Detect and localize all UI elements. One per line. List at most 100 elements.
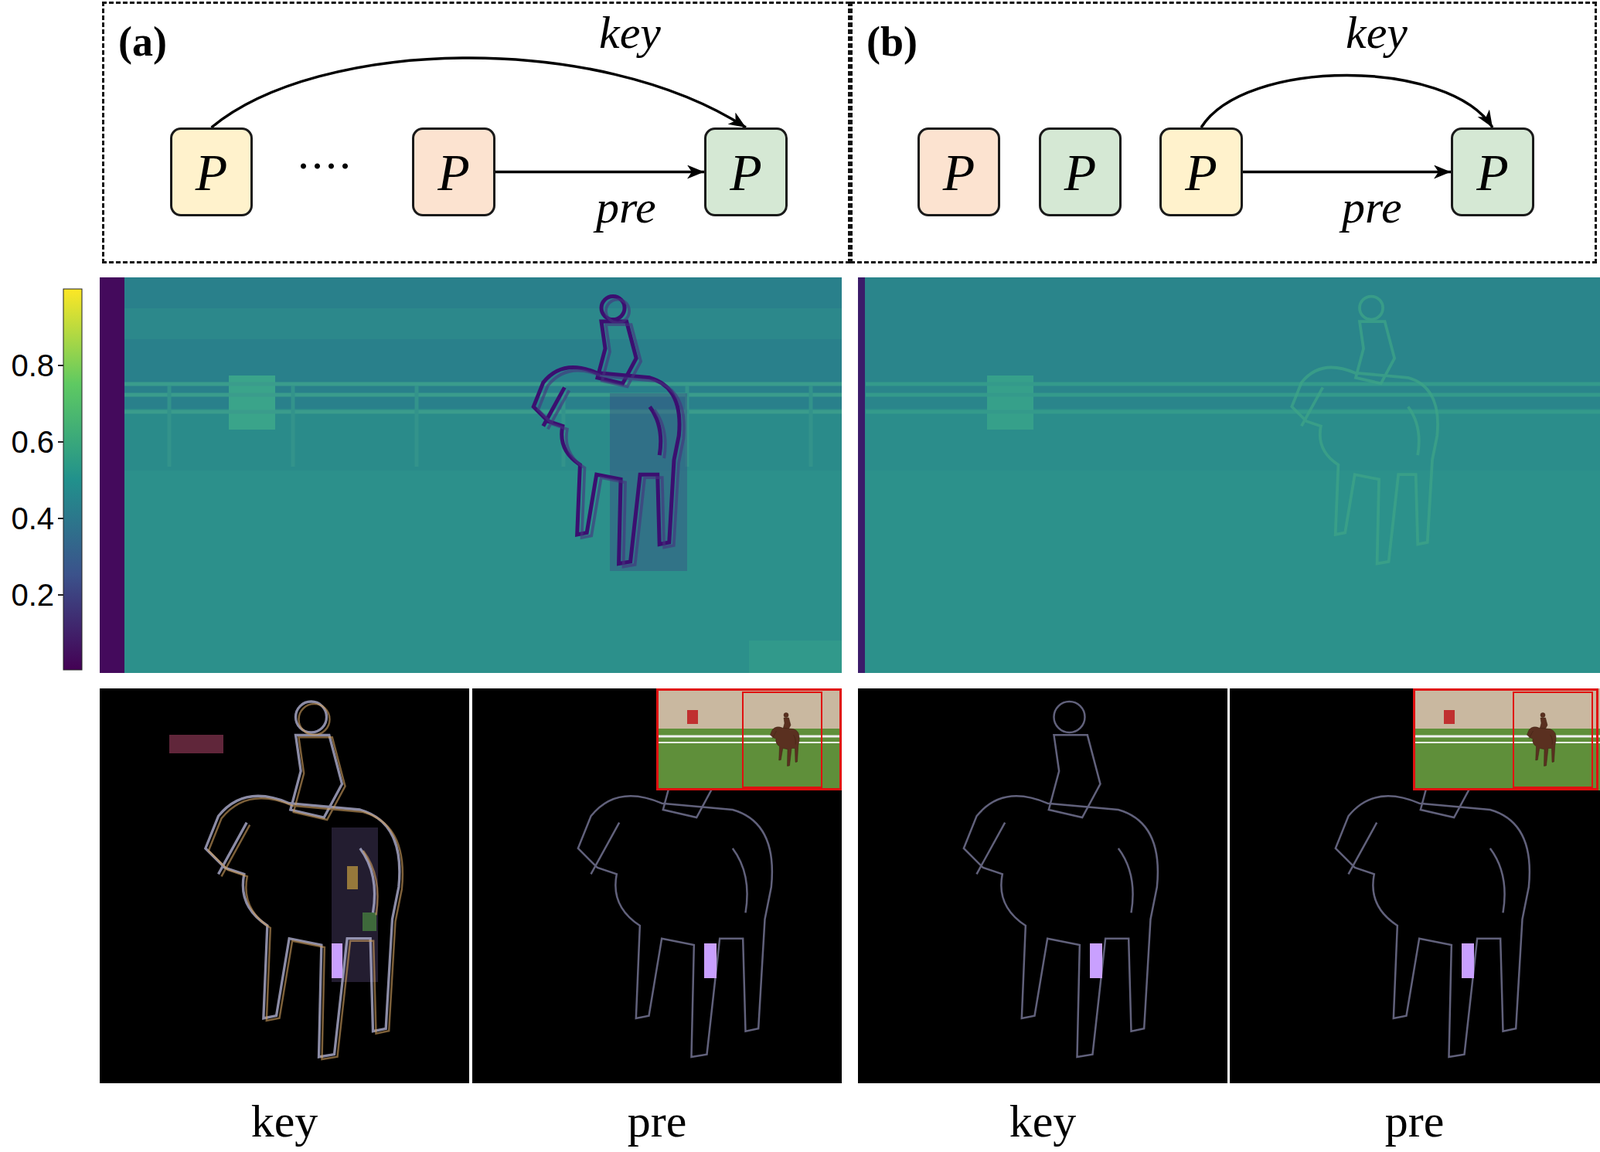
art-rect: [687, 710, 698, 725]
frame-box: P: [1450, 127, 1535, 217]
connector-arrow: [1201, 75, 1493, 129]
art-rect: [1461, 943, 1475, 979]
label-holder: key: [926, 1097, 1159, 1147]
art-rect: [99, 308, 842, 340]
art-line: [656, 735, 842, 739]
panel-tag: (b): [866, 19, 918, 65]
frame-box: P: [1159, 127, 1243, 217]
tick-label: 0.6: [10, 425, 55, 460]
art-rect: [857, 470, 1600, 674]
art-rect: [1229, 688, 1600, 1084]
frame-box: P: [411, 127, 496, 217]
art-rect: [472, 688, 842, 1084]
edge-label: key: [596, 9, 664, 56]
label-holder: pre: [1298, 1097, 1531, 1147]
art-line: [656, 742, 842, 744]
art-rect: [99, 688, 470, 1084]
art-line: [57, 441, 64, 443]
art-line: [1412, 742, 1600, 744]
connector-arrow: [1242, 170, 1451, 174]
art-line: [865, 393, 1600, 398]
frame-symbol: P: [1184, 146, 1218, 199]
heatmap-b: [857, 277, 1600, 674]
frame-symbol: P: [942, 146, 976, 199]
art-line: [57, 594, 64, 596]
panel-region: (a) P P P: [102, 1, 851, 264]
label-holder: pre: [593, 183, 659, 231]
art-rect: [99, 470, 842, 674]
art-use: [1527, 713, 1557, 767]
panel-caption: key: [251, 1096, 319, 1148]
art-rect: [1412, 688, 1600, 729]
art-rect: [857, 688, 1228, 1084]
art-rect: [656, 688, 842, 791]
art-use: [208, 704, 403, 1060]
art-line: [122, 410, 842, 415]
art-rect: [99, 277, 842, 674]
ellipsis: ....: [297, 127, 354, 179]
frame-symbol: P: [195, 146, 229, 199]
frame-box: P: [1038, 127, 1122, 217]
art-line: [122, 382, 842, 387]
art-line: [865, 382, 1600, 387]
residual-b-key: [857, 688, 1228, 1084]
panel-region: (b) P P P P: [850, 1, 1597, 264]
art-use: [1291, 296, 1438, 565]
label-holder: 0.2: [0, 578, 55, 613]
art-line: [865, 410, 1600, 415]
art-g: [122, 384, 842, 412]
art-rect: [742, 692, 822, 788]
panel-caption: pre: [1385, 1096, 1445, 1148]
label-holder: ....: [297, 129, 391, 177]
art-line: [415, 385, 419, 467]
art-use: [205, 701, 400, 1058]
tick-label: 0.2: [10, 578, 55, 613]
tick-label: 0.8: [10, 348, 55, 383]
art-rect: [99, 277, 125, 674]
frame-box: P: [170, 127, 253, 217]
art-rect: [857, 277, 1600, 409]
frame-symbol: P: [437, 146, 470, 199]
art-rect: [331, 943, 343, 979]
frame-box: P: [704, 127, 788, 217]
art-rect: [748, 640, 842, 674]
art-rect: [99, 277, 842, 409]
art-use: [537, 299, 685, 568]
art-rect: [63, 289, 82, 671]
frame-symbol: P: [729, 146, 763, 199]
panel-caption: pre: [627, 1096, 688, 1148]
art-rect: [347, 866, 358, 890]
art-use: [963, 701, 1158, 1058]
art-line: [167, 385, 172, 467]
residual-a-key: [99, 688, 470, 1084]
art-rect: [656, 688, 842, 729]
art-line: [1412, 735, 1600, 739]
art-line: [809, 385, 814, 467]
art-use: [770, 713, 800, 767]
label-holder: key: [168, 1097, 401, 1147]
residual-a-pre: [472, 688, 842, 1084]
art-rect: [1414, 690, 1598, 790]
heatmap-a: [99, 277, 842, 674]
edge-label: pre: [1339, 183, 1405, 231]
label-holder: key: [1343, 9, 1410, 56]
frame-box: P: [917, 127, 1001, 217]
art-g: [656, 688, 842, 791]
label-holder: 0.8: [0, 348, 55, 383]
art-rect: [657, 690, 841, 790]
art-line: [57, 517, 64, 520]
art-rect: [362, 912, 377, 932]
art-rect: [1443, 710, 1455, 725]
art-rect: [857, 277, 865, 674]
art-rect: [1513, 692, 1593, 788]
frame-symbol: P: [1476, 146, 1509, 199]
label-holder: pre: [541, 1097, 773, 1147]
label-holder: 0.6: [0, 425, 55, 460]
art-g: [1412, 688, 1600, 791]
art-g: [865, 384, 1600, 412]
art-line: [57, 364, 64, 367]
tick-label: 0.4: [10, 501, 55, 536]
edge-label: key: [1343, 9, 1410, 56]
panel-tag: (a): [118, 19, 167, 65]
